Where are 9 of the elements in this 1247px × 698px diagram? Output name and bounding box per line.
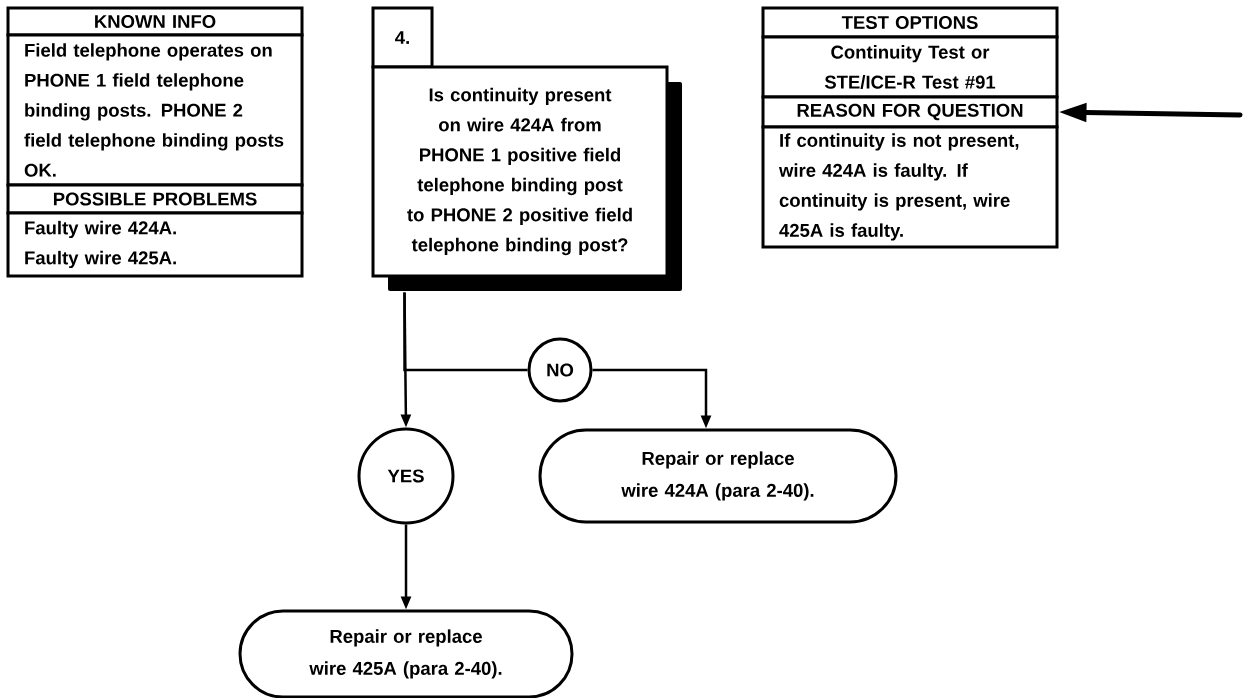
step-number-box: 4.	[371, 6, 434, 69]
question-box: Is continuity present on wire 424A from PHONE 1 positive field telephone binding post to PHONE 2 positive field telephone binding post?	[371, 65, 682, 291]
header-cell: TEST OPTIONS	[761, 6, 1059, 39]
header-cell: POSSIBLE PROBLEMS	[6, 183, 304, 215]
action-box: Repair or replace wire 424A (para 2-40).	[538, 428, 898, 524]
header-cell: REASON FOR QUESTION	[761, 95, 1059, 129]
header-cell: KNOWN INFO	[6, 6, 304, 37]
action-box: Repair or replace wire 425A (para 2-40).	[238, 609, 574, 698]
info-cell: Continuity Test or STE/ICE-R Test #91	[761, 35, 1059, 99]
